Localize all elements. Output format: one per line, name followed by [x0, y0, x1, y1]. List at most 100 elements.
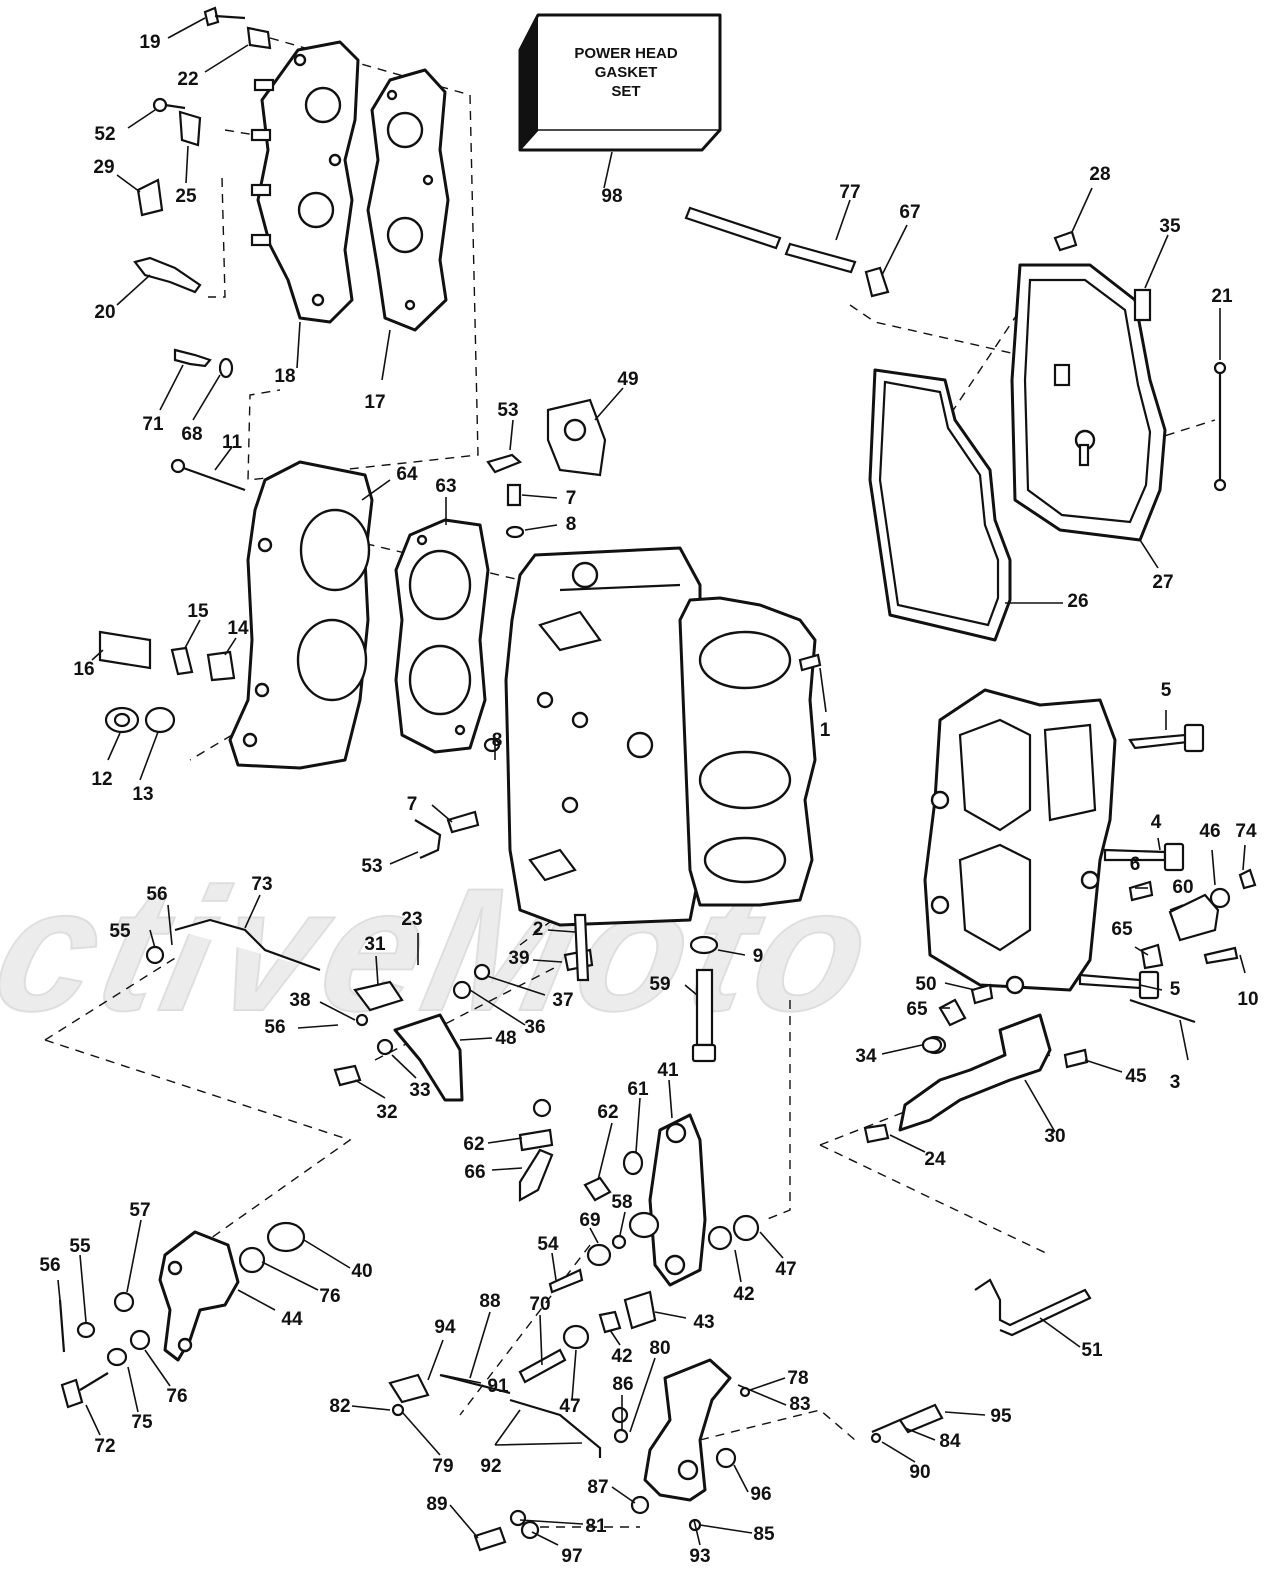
callout-16: 16 [73, 659, 94, 680]
cylinder-block-part [504, 546, 817, 927]
callout-leaders [57, 17, 1246, 1546]
callout-53-mid: 53 [361, 856, 382, 877]
callout-51: 51 [1081, 1340, 1103, 1361]
callout-56-bottom: 56 [39, 1255, 60, 1276]
shift-rod-and-detent [739, 1278, 1092, 1444]
callout-35: 35 [1159, 216, 1181, 237]
callout-36: 36 [524, 1017, 545, 1038]
callout-50: 50 [915, 974, 936, 995]
callout-72: 72 [94, 1436, 115, 1457]
callout-77: 77 [839, 182, 860, 203]
callout-60: 60 [1172, 877, 1193, 898]
callout-17: 17 [364, 392, 385, 413]
callout-95: 95 [990, 1406, 1012, 1427]
callout-68: 68 [181, 424, 202, 445]
callout-80: 80 [649, 1338, 670, 1359]
bypass-gasket-part [868, 368, 1012, 642]
callout-14: 14 [227, 618, 249, 639]
callout-46: 46 [1199, 821, 1220, 842]
exhaust-cover-part [228, 460, 374, 770]
callout-57: 57 [129, 1200, 150, 1221]
callout-13: 13 [132, 784, 153, 805]
callout-11: 11 [222, 432, 243, 453]
callout-76-bottom: 76 [166, 1386, 187, 1407]
callout-7-mid: 7 [407, 794, 418, 815]
callout-32: 32 [376, 1102, 397, 1123]
callout-49: 49 [617, 369, 638, 390]
callout-86: 86 [612, 1374, 633, 1395]
callout-8-mid: 8 [492, 730, 503, 751]
callout-70: 70 [529, 1294, 550, 1315]
exhaust-plate-part [1010, 263, 1167, 542]
throttle-cam-part [863, 1013, 1052, 1144]
callout-27: 27 [1152, 572, 1173, 593]
callout-75: 75 [131, 1412, 153, 1433]
callout-98: 98 [601, 186, 622, 207]
callout-20: 20 [94, 302, 115, 323]
callout-7-top: 7 [566, 488, 577, 509]
callout-34: 34 [855, 1046, 877, 1067]
callout-73: 73 [251, 874, 272, 895]
misc-hardware [414, 206, 1257, 1069]
callout-74: 74 [1235, 821, 1257, 842]
callout-93: 93 [689, 1546, 710, 1567]
callout-10: 10 [1237, 989, 1258, 1010]
callout-43: 43 [693, 1312, 714, 1333]
callout-labels: 98 19 22 52 29 25 20 18 17 71 68 11 64 6… [39, 32, 1258, 1567]
callout-3: 3 [1170, 1072, 1181, 1093]
callout-39: 39 [508, 948, 529, 969]
callout-47-right: 47 [775, 1259, 796, 1280]
callout-76-top: 76 [319, 1286, 340, 1307]
callout-59: 59 [649, 974, 670, 995]
callout-85: 85 [753, 1524, 775, 1545]
callout-82: 82 [329, 1396, 350, 1417]
callout-62-left: 62 [463, 1134, 484, 1155]
callout-6: 6 [1130, 854, 1141, 875]
callout-44: 44 [281, 1309, 303, 1330]
callout-1: 1 [820, 720, 831, 741]
callout-24: 24 [924, 1149, 946, 1170]
callout-65-right: 65 [1111, 919, 1133, 940]
callout-54: 54 [537, 1234, 559, 1255]
crankcase-bolts [1078, 723, 1231, 1024]
callout-41: 41 [657, 1060, 679, 1081]
callout-92: 92 [480, 1456, 501, 1477]
callout-25: 25 [175, 186, 197, 207]
callout-22: 22 [177, 69, 198, 90]
callout-53-top: 53 [497, 400, 518, 421]
callout-42-bottom: 42 [611, 1346, 632, 1367]
callout-79: 79 [432, 1456, 453, 1477]
callout-69: 69 [579, 1210, 600, 1231]
gasket-box-line1: POWER HEAD [574, 45, 678, 62]
shift-linkage-bottom [388, 1358, 737, 1552]
callout-45: 45 [1125, 1066, 1147, 1087]
callout-8-top: 8 [566, 514, 577, 535]
callout-87: 87 [587, 1477, 608, 1498]
callout-62-right: 62 [597, 1102, 618, 1123]
power-head-gasket-set-box: POWER HEAD GASKET SET [518, 13, 722, 152]
callout-5-bottom: 5 [1170, 979, 1181, 1000]
callout-56-top: 56 [146, 884, 167, 905]
callout-55-bottom: 55 [69, 1236, 91, 1257]
gasket-box-line3: SET [611, 83, 640, 100]
head-gasket-part [366, 68, 450, 332]
callout-23: 23 [401, 909, 422, 930]
callout-19: 19 [139, 32, 160, 53]
thermostat-parts [98, 630, 236, 734]
callout-94: 94 [434, 1317, 456, 1338]
callout-64: 64 [396, 464, 418, 485]
callout-15: 15 [187, 601, 209, 622]
callout-55-top: 55 [109, 921, 131, 942]
callout-58: 58 [611, 1192, 632, 1213]
callout-2: 2 [533, 919, 544, 940]
callout-9: 9 [753, 946, 764, 967]
callout-90: 90 [909, 1462, 930, 1483]
callout-91: 91 [487, 1376, 509, 1397]
callout-38: 38 [289, 990, 310, 1011]
callout-66: 66 [464, 1162, 485, 1183]
callout-12: 12 [91, 769, 112, 790]
callout-30: 30 [1044, 1126, 1065, 1147]
gasket-box-line2: GASKET [595, 64, 658, 81]
callout-31: 31 [364, 934, 386, 955]
